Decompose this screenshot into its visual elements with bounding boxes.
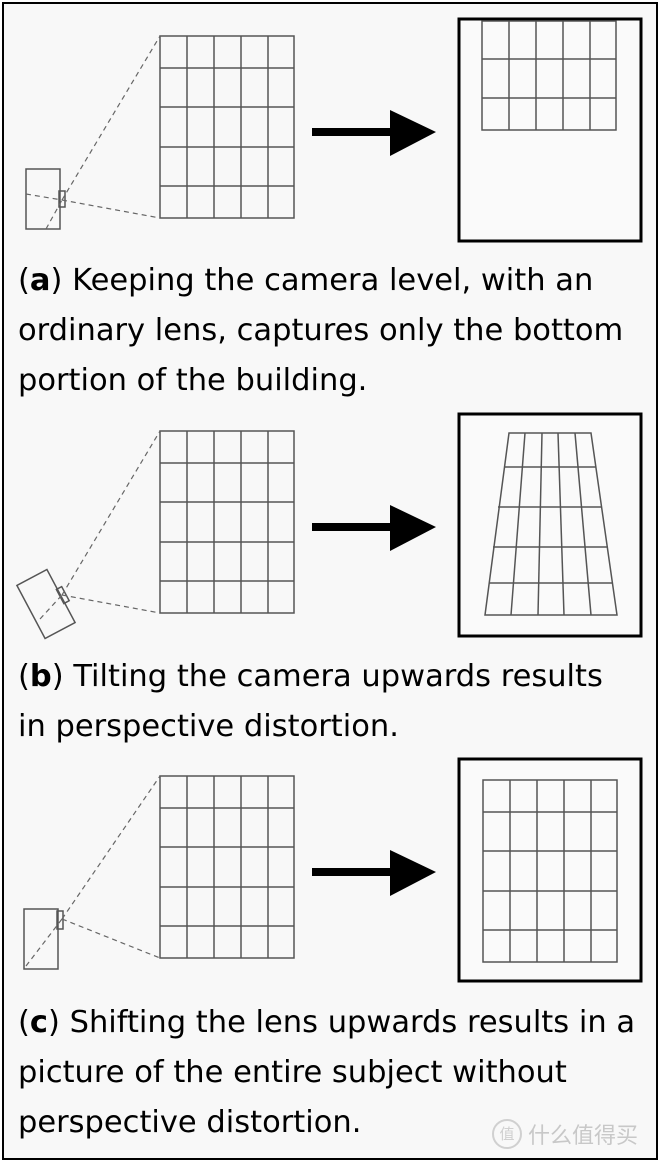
building-a [159, 35, 295, 219]
field-of-view-lines [39, 430, 161, 620]
photo-frame-c [457, 757, 643, 983]
panel-b-diagram [15, 412, 643, 640]
caption-a: (a) Keeping the camera level, with an or… [18, 263, 624, 398]
camera-icon [25, 168, 66, 230]
camera-icon [23, 908, 64, 970]
photo-building-c [482, 779, 618, 963]
right-arrow-icon [312, 505, 436, 551]
photo-building-a [481, 20, 617, 131]
panel-a-diagram [25, 17, 643, 243]
watermark-text: 什么值得买 [527, 1124, 638, 1149]
right-arrow-icon [312, 850, 436, 896]
right-arrow-icon [312, 110, 436, 156]
panel-c-diagram [23, 757, 643, 983]
caption-b: (b) Tilting the camera upwards results i… [18, 659, 603, 744]
photo-building-b-distorted [484, 432, 618, 616]
camera-icon [15, 568, 77, 640]
watermark-logo-icon: 值 [491, 1119, 522, 1149]
building-b [159, 430, 295, 614]
field-of-view-lines [25, 775, 161, 967]
photo-frame-b [457, 412, 643, 638]
field-of-view-lines [25, 35, 161, 230]
watermark: 值 什么值得买 [491, 1118, 638, 1150]
caption-c: (c) Shifting the lens upwards results in… [18, 1005, 636, 1140]
building-c [159, 775, 295, 959]
